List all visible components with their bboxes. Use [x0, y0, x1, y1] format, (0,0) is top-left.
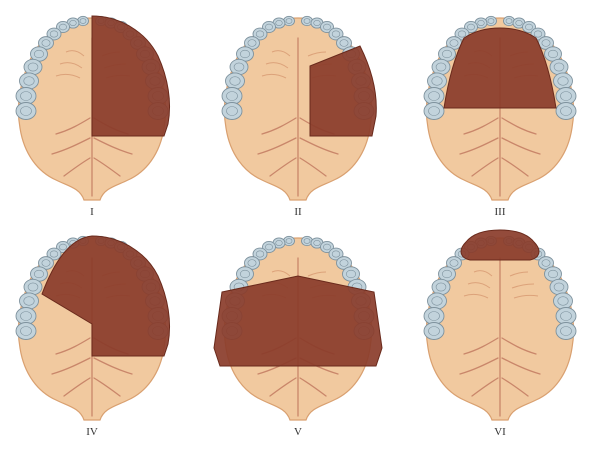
- tooth-icon: [424, 88, 444, 105]
- palate-diagram-VI: [412, 228, 588, 424]
- tooth-icon: [24, 59, 42, 74]
- tooth-icon: [24, 279, 42, 294]
- tooth-icon: [424, 308, 444, 325]
- panel-IV: IV: [4, 228, 180, 450]
- tooth-icon: [550, 59, 568, 74]
- tooth-icon: [556, 308, 576, 325]
- palate-diagram-IV: [4, 228, 180, 424]
- tooth-icon: [16, 323, 36, 340]
- tooth-icon: [424, 323, 444, 340]
- panel-V: V: [210, 228, 386, 450]
- resection-area: [461, 230, 539, 260]
- panel-label-III: III: [412, 206, 588, 218]
- tooth-icon: [20, 73, 39, 89]
- tooth-icon: [554, 73, 573, 89]
- tooth-icon: [556, 323, 576, 340]
- tooth-icon: [16, 308, 36, 325]
- palate-diagram-I: [4, 8, 180, 204]
- tooth-icon: [230, 59, 248, 74]
- palate-diagram-V: [210, 228, 386, 424]
- tooth-icon: [550, 279, 568, 294]
- tooth-icon: [432, 59, 450, 74]
- tooth-icon: [424, 103, 444, 120]
- panel-II: II: [210, 8, 386, 230]
- tooth-icon: [432, 279, 450, 294]
- tooth-icon: [16, 88, 36, 105]
- tooth-icon: [554, 293, 573, 309]
- tooth-icon: [556, 103, 576, 120]
- palate-diagram-II: [210, 8, 386, 204]
- panel-label-VI: VI: [412, 426, 588, 438]
- palate-diagram-III: [412, 8, 588, 204]
- tooth-icon: [428, 73, 447, 89]
- tooth-icon: [556, 88, 576, 105]
- panel-VI: VI: [412, 228, 588, 450]
- panel-label-I: I: [4, 206, 180, 218]
- tooth-icon: [226, 73, 245, 89]
- panel-label-V: V: [210, 426, 386, 438]
- resection-area: [92, 16, 170, 136]
- tooth-icon: [16, 103, 36, 120]
- tooth-icon: [222, 103, 242, 120]
- resection-area: [214, 276, 382, 366]
- panel-label-II: II: [210, 206, 386, 218]
- panel-I: I: [4, 8, 180, 230]
- tooth-icon: [20, 293, 39, 309]
- tooth-icon: [428, 293, 447, 309]
- tooth-icon: [222, 88, 242, 105]
- panel-III: III: [412, 8, 588, 230]
- panel-label-IV: IV: [4, 426, 180, 438]
